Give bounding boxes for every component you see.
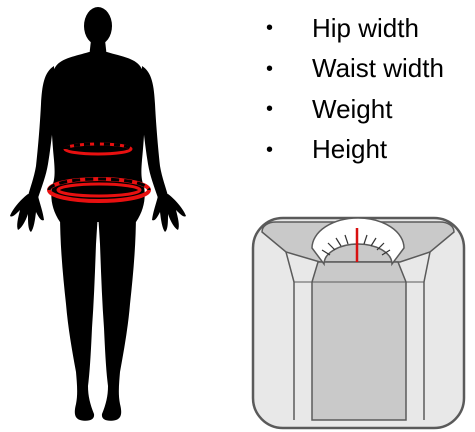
list-item-waist-width: • Waist width	[262, 49, 444, 90]
measurement-label: Hip width	[312, 13, 419, 44]
list-item-height: • Height	[262, 130, 444, 171]
bathroom-scale-icon	[253, 218, 464, 428]
measurement-label: Height	[312, 134, 387, 165]
bullet-icon: •	[262, 99, 312, 119]
measurement-label: Waist width	[312, 53, 444, 84]
list-item-weight: • Weight	[262, 89, 444, 130]
bullet-icon: •	[262, 140, 312, 160]
bullet-icon: •	[262, 18, 312, 38]
human-body-silhouette-icon	[10, 7, 186, 421]
list-item-hip-width: • Hip width	[262, 8, 444, 49]
bullet-icon: •	[262, 59, 312, 79]
measurement-label: Weight	[312, 94, 392, 125]
measurement-list: • Hip width • Waist width • Weight • Hei…	[262, 8, 444, 170]
